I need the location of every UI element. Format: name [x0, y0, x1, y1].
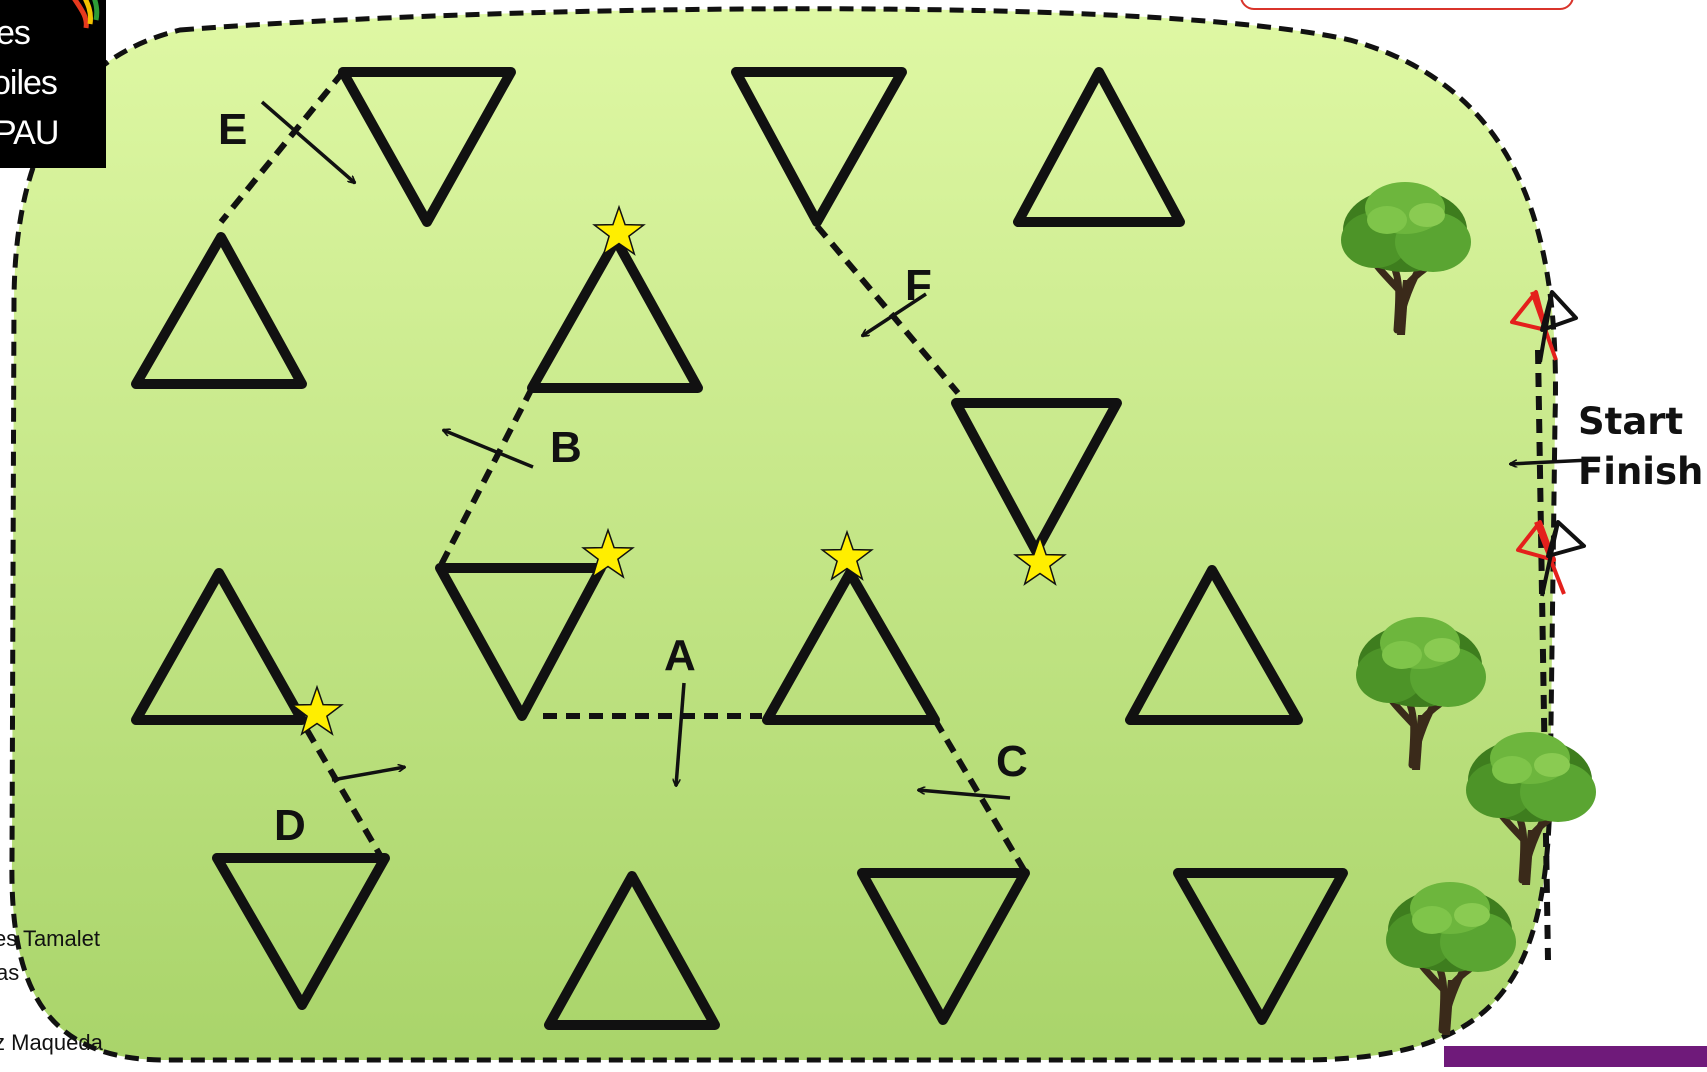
leg-label-a: A — [664, 631, 696, 680]
leg-label-e: E — [218, 105, 247, 154]
leg-label-c: C — [996, 737, 1028, 786]
club-logo: es oiles PAU — [0, 0, 106, 168]
logo-text-line1: es — [0, 16, 30, 50]
finish-label: Finish — [1578, 450, 1703, 493]
leg-label-b: B — [550, 423, 582, 472]
leg-label-d: D — [274, 801, 306, 850]
leg-label-f: F — [905, 261, 932, 310]
logo-text-line2: oiles — [0, 66, 57, 100]
header-pill — [1240, 0, 1574, 10]
logo-text-line3: PAU — [0, 116, 58, 150]
footer-accent-bar — [1444, 1046, 1707, 1067]
start-label: Start — [1578, 400, 1683, 443]
credit-line-3: z Maqueda — [0, 1030, 103, 1056]
credit-line-1: es Tamalet — [0, 926, 100, 952]
credit-line-2: as — [0, 960, 19, 986]
logo-swoosh-icon — [66, 0, 106, 30]
